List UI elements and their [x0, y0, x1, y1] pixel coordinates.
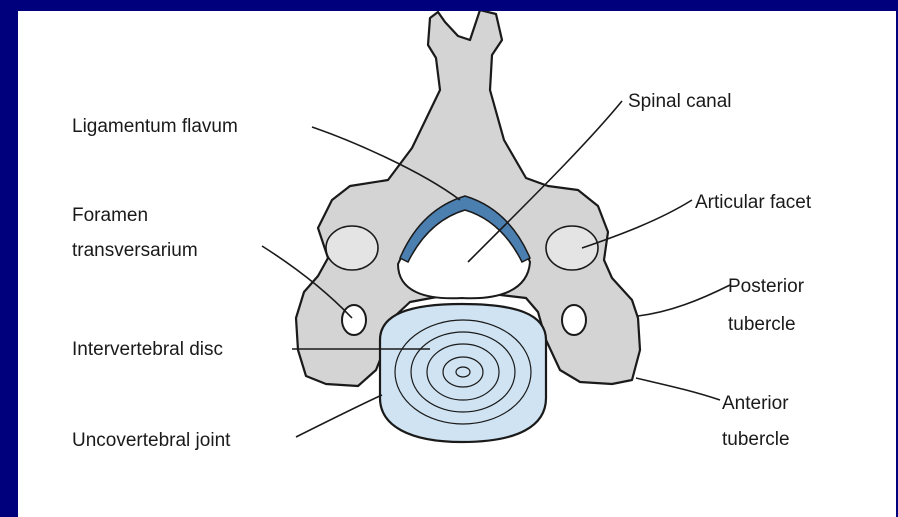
- leader-posterior-tubercle: [638, 285, 730, 316]
- leader-anterior-tubercle: [636, 378, 720, 400]
- intervertebral-disc: [380, 304, 546, 442]
- label-spinal-canal: Spinal canal: [628, 90, 732, 114]
- label-posterior-line2: tubercle: [728, 313, 796, 337]
- label-foramen-line2: transversarium: [72, 239, 198, 263]
- label-ligamentum-flavum: Ligamentum flavum: [72, 115, 238, 139]
- leader-uncovertebral-joint: [296, 395, 382, 437]
- diagram-panel: Ligamentum flavum Foramen transversarium…: [18, 11, 896, 517]
- articular-facet-right: [546, 226, 598, 270]
- articular-facet-left: [326, 226, 378, 270]
- label-foramen-line1: Foramen: [72, 204, 148, 228]
- label-posterior-line1: Posterior: [728, 275, 804, 299]
- label-anterior-line2: tubercle: [722, 428, 790, 452]
- label-uncovertebral-joint: Uncovertebral joint: [72, 429, 230, 453]
- label-articular-facet: Articular facet: [695, 191, 811, 215]
- foramen-transversarium-left: [342, 305, 366, 335]
- foramen-transversarium-right: [562, 305, 586, 335]
- label-anterior-line1: Anterior: [722, 392, 789, 416]
- label-intervertebral-disc: Intervertebral disc: [72, 338, 223, 362]
